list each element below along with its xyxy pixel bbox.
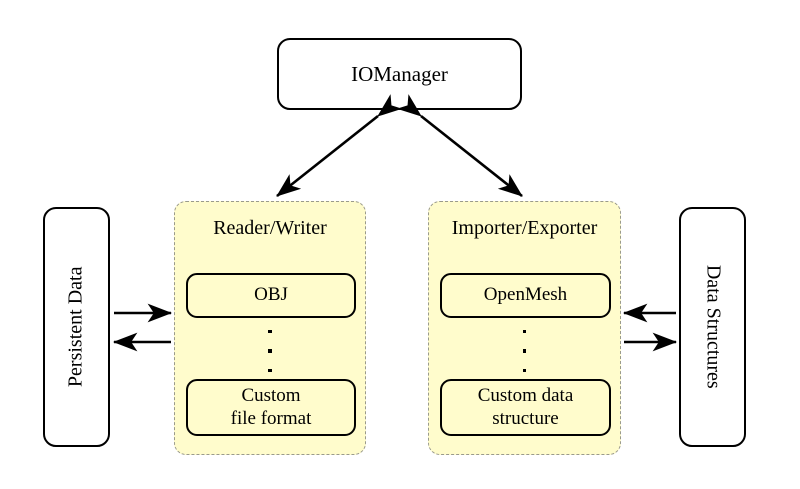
node-custom-data-structure-label: Custom data structure [477, 384, 574, 429]
node-obj[interactable]: OBJ [186, 273, 356, 318]
node-iomanager-label: IOManager [351, 61, 448, 86]
arrow-iomanager-readerwriter [276, 94, 403, 198]
group-importer-exporter-title: Importer/Exporter [451, 217, 598, 239]
node-iomanager[interactable]: IOManager [277, 38, 522, 110]
node-obj-label: OBJ [254, 284, 288, 306]
node-data-structures-label: Data Structures [702, 265, 725, 389]
node-custom-data-structure[interactable]: Custom data structure [440, 379, 611, 436]
node-persistent-data-label: Persistent Data [64, 266, 87, 388]
node-custom-file-format[interactable]: Custom file format [186, 379, 356, 436]
arrow-iomanager-importerexporter [396, 94, 523, 198]
group-reader-writer-title: Reader/Writer [213, 217, 327, 239]
group-importer-exporter[interactable]: Importer/Exporter OpenMesh Custom data s… [428, 201, 621, 455]
node-data-structures[interactable]: Data Structures [679, 207, 746, 447]
node-custom-file-format-label: Custom file format [230, 384, 312, 429]
node-openmesh[interactable]: OpenMesh [440, 273, 611, 318]
ellipsis-vertical-icon [429, 330, 620, 372]
node-openmesh-label: OpenMesh [483, 284, 568, 306]
node-persistent-data[interactable]: Persistent Data [43, 207, 110, 447]
group-reader-writer[interactable]: Reader/Writer OBJ Custom file format [174, 201, 366, 455]
ellipsis-vertical-icon [175, 330, 365, 372]
